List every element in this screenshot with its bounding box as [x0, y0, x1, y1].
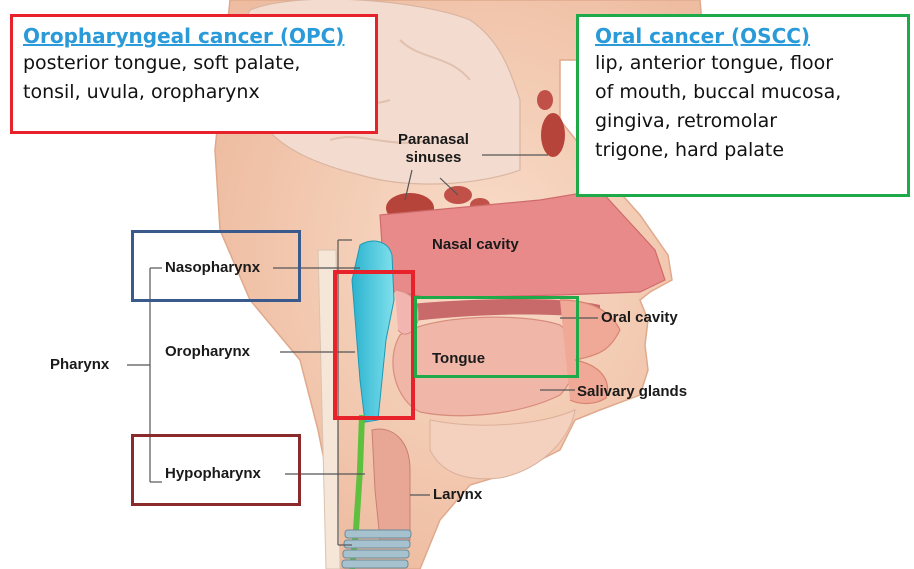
oscc-desc-line: lip, anterior tongue, floor [595, 49, 897, 78]
oscc-desc-line: trigone, hard palate [595, 136, 897, 165]
oscc-callout: Oral cancer (OSCC) lip, anterior tongue,… [576, 14, 910, 197]
sinus-frontal-2 [537, 90, 553, 110]
label-oropharynx: Oropharynx [165, 343, 250, 361]
label-oral-cavity: Oral cavity [601, 309, 678, 327]
oscc-title: Oral cancer (OSCC) [595, 23, 897, 49]
label-paranasal-sinuses: Paranasal sinuses [398, 131, 469, 167]
label-pharynx: Pharynx [50, 356, 109, 374]
opc-description: posterior tongue, soft palate, tonsil, u… [23, 49, 365, 107]
label-tongue: Tongue [432, 350, 485, 368]
opc-callout: Oropharyngeal cancer (OPC) posterior ton… [10, 14, 378, 134]
label-paranasal-line1: Paranasal [398, 131, 469, 149]
label-hypopharynx: Hypopharynx [165, 465, 261, 483]
label-paranasal-line2: sinuses [398, 149, 469, 167]
oropharynx-highlight-box [333, 270, 415, 420]
opc-title: Oropharyngeal cancer (OPC) [23, 23, 365, 49]
label-nasopharynx: Nasopharynx [165, 259, 260, 277]
label-larynx: Larynx [433, 486, 482, 504]
oscc-desc-line: gingiva, retromolar [595, 107, 897, 136]
opc-desc-line: tonsil, uvula, oropharynx [23, 78, 365, 107]
sinus-frontal [541, 113, 565, 157]
oscc-description: lip, anterior tongue, floor of mouth, bu… [595, 49, 897, 165]
oscc-desc-line: of mouth, buccal mucosa, [595, 78, 897, 107]
opc-desc-line: posterior tongue, soft palate, [23, 49, 365, 78]
label-salivary-glands: Salivary glands [577, 383, 687, 401]
label-nasal-cavity: Nasal cavity [432, 236, 519, 254]
